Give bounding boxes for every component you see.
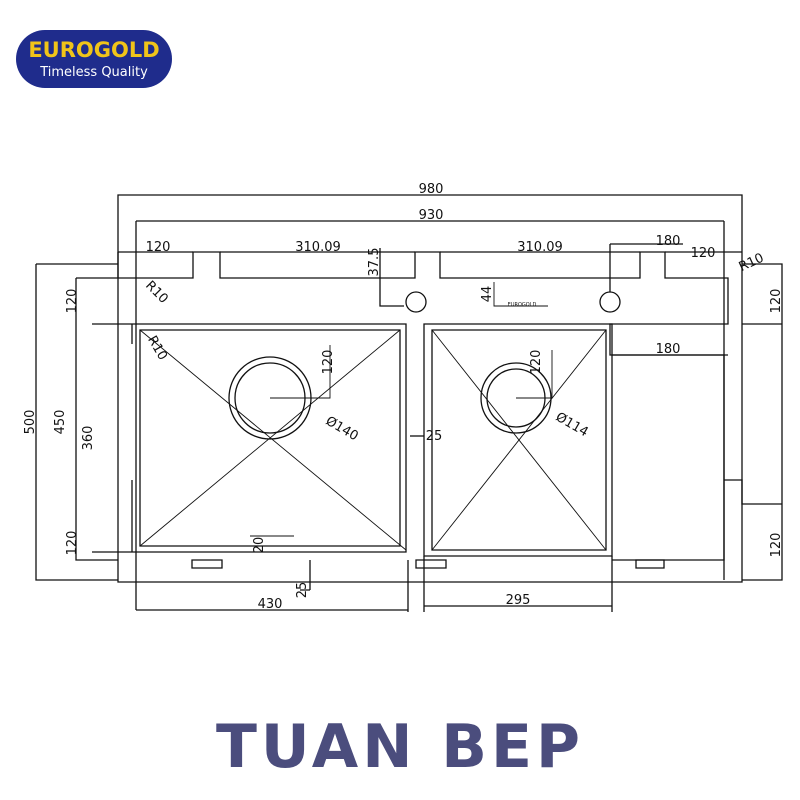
dim-left-segment: 310.09 (295, 240, 341, 255)
dim-bottom-gap: 20 (252, 537, 267, 554)
dim-big-bowl-width: 430 (258, 597, 283, 612)
dim-small-drain-offset: 120 (529, 350, 544, 375)
eurogold-logo: EUROGOLD Timeless Quality (16, 30, 172, 88)
dim-inner-width: 930 (419, 208, 444, 223)
dim-bowl-depth: 360 (81, 426, 96, 451)
large-bowl (92, 323, 407, 553)
dim-tap-hole-height: 37.5 (367, 248, 382, 277)
mounting-feet (191, 559, 665, 569)
dim-bottom-offset: 25 (295, 582, 310, 599)
dim-right-side-bottom: 120 (769, 533, 784, 558)
dim-right-side-top: 120 (769, 289, 784, 314)
dim-right-segment: 310.09 (517, 240, 563, 255)
sink-deck (117, 243, 742, 356)
dim-right-edge: 120 (691, 246, 716, 261)
dim-small-drain-dia: Ø114 (553, 410, 591, 441)
dim-corner-radius-outer: R10 (737, 251, 767, 275)
dim-height-inner: 450 (53, 410, 68, 435)
dim-corner-radius-top-left: R10 (142, 278, 171, 307)
frame-lines (35, 194, 783, 610)
dim-small-bowl-width: 295 (506, 593, 531, 608)
dim-big-drain-offset: 120 (321, 350, 336, 375)
tap-hole-left (405, 291, 427, 313)
dim-left-side-top: 120 (65, 289, 80, 314)
tap-hole-right (599, 291, 621, 313)
dim-drainboard-width: 180 (656, 342, 681, 357)
dim-left-edge: 120 (146, 240, 171, 255)
logo-badge (16, 30, 172, 88)
dim-divider: 25 (426, 429, 443, 444)
dim-height-total: 500 (23, 410, 38, 435)
dim-big-drain-dia: Ø140 (323, 414, 361, 445)
bottom-dimensions (136, 556, 613, 612)
drainboard (612, 323, 782, 561)
dim-overall-width: 980 (419, 182, 444, 197)
dim-corner-radius-bowl: R10 (144, 333, 170, 363)
footer-watermark: TUAN BEP (215, 712, 585, 782)
small-bowl (410, 323, 613, 557)
dim-left-side-bottom: 120 (65, 531, 80, 556)
engraving-label: EUROGOLD (508, 302, 537, 308)
dim-tap-hole-gap: 44 (480, 286, 495, 303)
logo-brand-name: EUROGOLD (28, 38, 159, 62)
logo-tagline: Timeless Quality (39, 65, 148, 80)
dim-tap-offset: 180 (656, 234, 681, 249)
